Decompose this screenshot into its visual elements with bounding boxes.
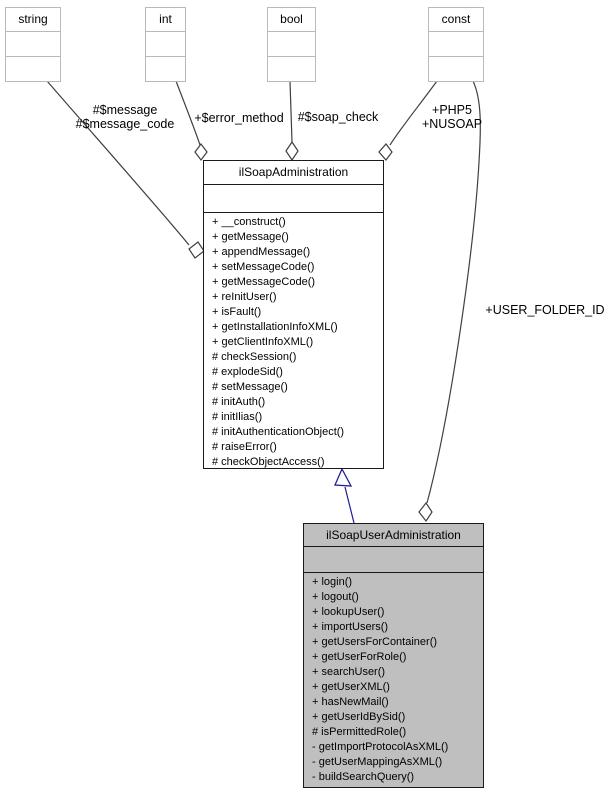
edge-label-line: +NUSOAP	[421, 116, 483, 131]
inheritance-arrow-icon	[334, 467, 353, 487]
type-box-title: int	[146, 8, 185, 32]
method-item: + lookupUser()	[312, 606, 385, 618]
method-item: + getMessageCode()	[212, 276, 316, 288]
method-item: + login()	[312, 576, 353, 588]
edge-label-soap-check: #$soap_check	[297, 110, 379, 125]
class-methods-list: + __construct() + getMessage() + appendMes…	[204, 213, 383, 470]
edge-label-line: +USER_FOLDER_ID	[485, 303, 605, 317]
type-box-const: const	[428, 7, 484, 82]
type-box-attrs-empty	[146, 32, 185, 57]
type-box-bool: bool	[267, 7, 316, 82]
class-title: ilSoapAdministration	[204, 161, 383, 185]
method-item: - buildSearchQuery()	[312, 771, 415, 783]
class-box-ilsoapuseradministration: ilSoapUserAdministration + login() + logo…	[303, 523, 484, 788]
edge-label-message: #$message#$message_code	[75, 103, 175, 131]
method-item: - getImportProtocolAsXML()	[312, 741, 449, 753]
method-item: + getUsersForContainer()	[312, 636, 438, 648]
type-box-title: string	[6, 8, 60, 32]
method-item: # initAuth()	[212, 396, 266, 408]
method-item: + hasNewMail()	[312, 696, 389, 708]
method-item: + __construct()	[212, 216, 286, 228]
type-box-int: int	[145, 7, 186, 82]
method-item: + getUserIdBySid()	[312, 711, 406, 723]
edge-label-php5-nusoap: +PHP5+NUSOAP	[421, 103, 483, 131]
edge-bool-to-ilsoapadministration	[289, 80, 293, 143]
type-box-methods-empty	[146, 57, 185, 81]
aggregation-diamond-icon	[285, 140, 299, 162]
class-box-ilsoapadministration[interactable]: ilSoapAdministration + __construct() + ge…	[203, 160, 384, 469]
type-box-methods-empty	[6, 57, 60, 81]
method-item: # explodeSid()	[212, 366, 283, 378]
aggregation-diamond-icon	[188, 241, 205, 259]
type-box-string: string	[5, 7, 61, 82]
type-box-title: bool	[268, 8, 315, 32]
class-methods-list: + login() + logout() + lookupUser() + impor…	[304, 573, 483, 785]
method-item: + reInitUser()	[212, 291, 277, 303]
edge-label-user-folder-id: +USER_FOLDER_ID	[485, 303, 605, 318]
method-item: # raiseError()	[212, 441, 277, 453]
type-box-methods-empty	[268, 57, 315, 81]
aggregation-diamond-icon	[418, 501, 433, 523]
edge-label-line: +$error_method	[194, 111, 284, 125]
method-item: + searchUser()	[312, 666, 386, 678]
edge-label-line: +PHP5	[432, 103, 472, 117]
type-box-title: const	[429, 8, 483, 32]
type-box-methods-empty	[429, 57, 483, 81]
aggregation-diamond-icon	[378, 143, 393, 161]
edge-label-line: #$message	[92, 103, 158, 117]
method-item: # checkObjectAccess()	[212, 456, 325, 468]
method-item: + setMessageCode()	[212, 261, 315, 273]
method-item: + getUserXML()	[312, 681, 390, 693]
method-item: # initAuthenticationObject()	[212, 426, 345, 438]
method-item: + getUserForRole()	[312, 651, 407, 663]
class-title: ilSoapUserAdministration	[304, 524, 483, 547]
method-item: + getMessage()	[212, 231, 289, 243]
method-item: # initIlias()	[212, 411, 263, 423]
class-attrs-empty	[304, 547, 483, 573]
method-item: # isPermittedRole()	[312, 726, 407, 738]
method-item: # setMessage()	[212, 381, 288, 393]
edge-label-error-method: +$error_method	[194, 111, 284, 126]
method-item: + appendMessage()	[212, 246, 311, 258]
edge-const-to-ilsoapuseradministration	[426, 80, 481, 504]
method-item: + importUsers()	[312, 621, 389, 633]
type-box-attrs-empty	[429, 32, 483, 57]
class-attrs-empty	[204, 185, 383, 213]
type-box-attrs-empty	[6, 32, 60, 57]
method-item: + logout()	[312, 591, 359, 603]
edge-inheritance	[344, 486, 355, 524]
edge-label-line: #$soap_check	[297, 110, 379, 124]
method-item: + getInstallationInfoXML()	[212, 321, 338, 333]
method-item: + getClientInfoXML()	[212, 336, 314, 348]
method-item: + isFault()	[212, 306, 262, 318]
edge-label-line: #$message_code	[75, 116, 175, 131]
type-box-attrs-empty	[268, 32, 315, 57]
method-item: # checkSession()	[212, 351, 297, 363]
aggregation-diamond-icon	[194, 143, 208, 161]
method-item: - getUserMappingAsXML()	[312, 756, 443, 768]
